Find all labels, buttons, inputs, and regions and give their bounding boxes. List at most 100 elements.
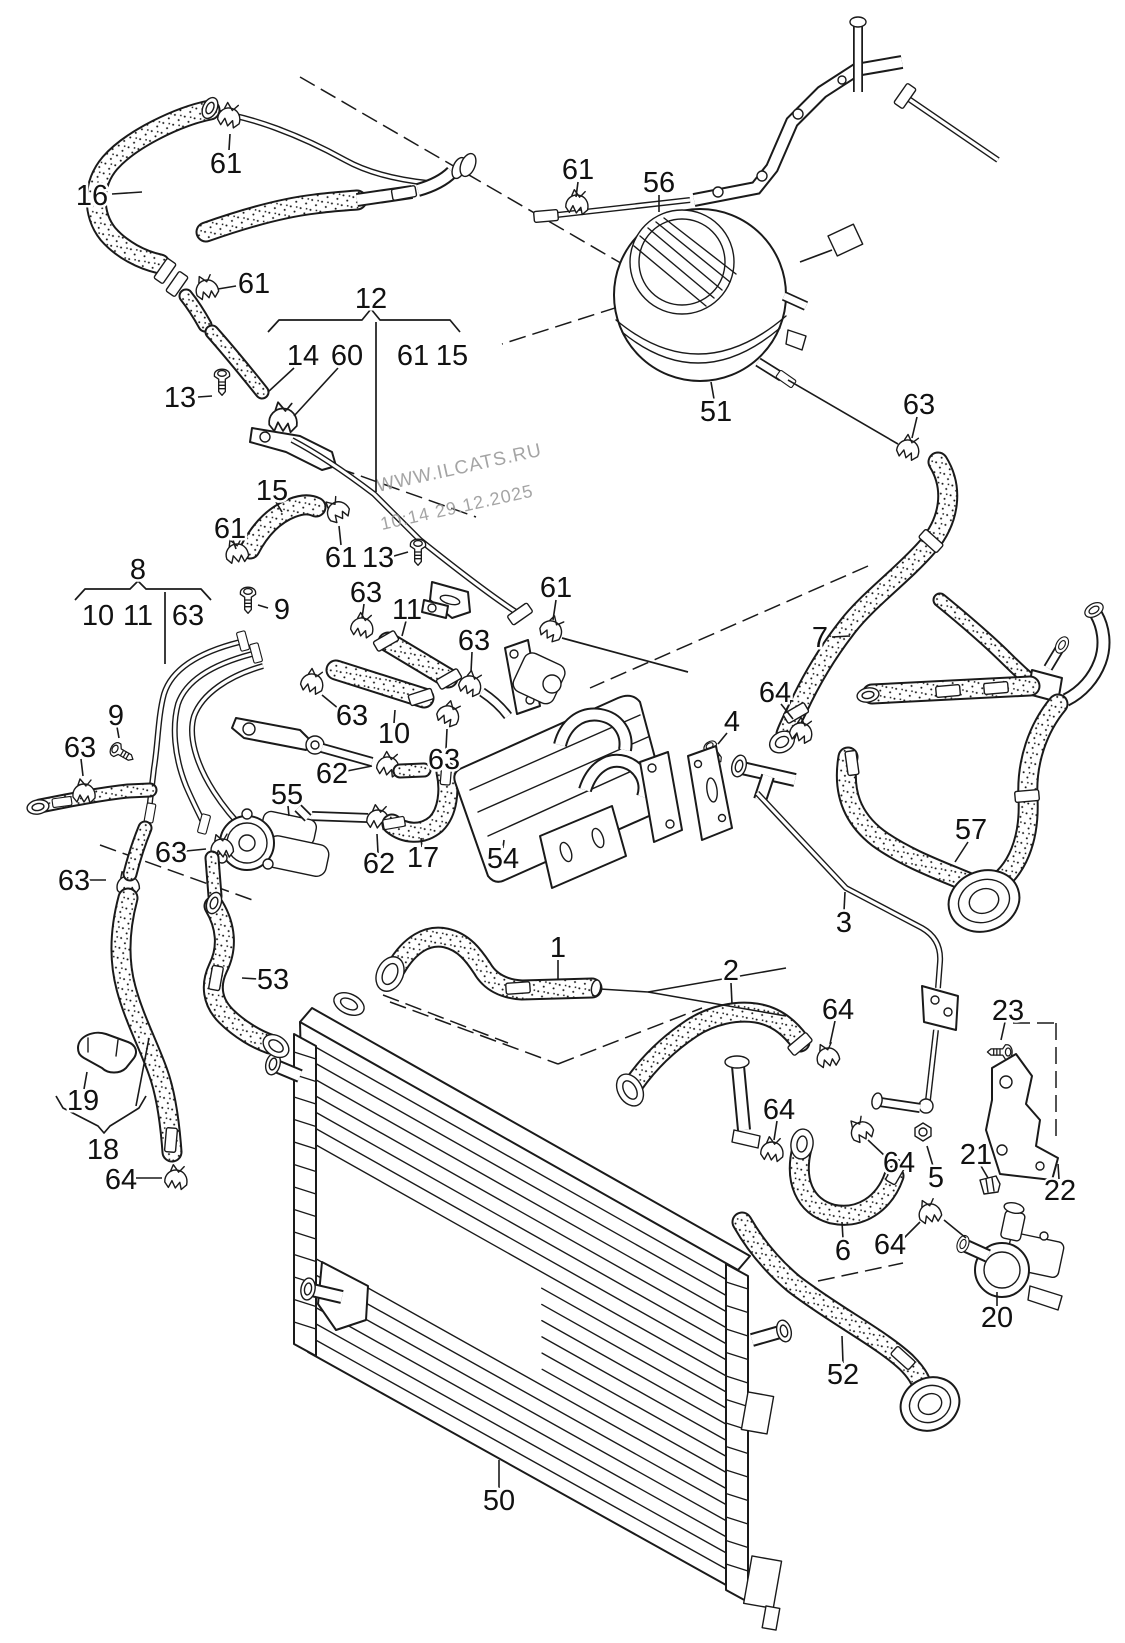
intercooler-54 bbox=[421, 599, 733, 889]
clamp-64-icon bbox=[812, 1039, 842, 1071]
brace-group-12 bbox=[267, 308, 461, 333]
leader-line bbox=[83, 1071, 88, 1090]
leader-line bbox=[717, 732, 728, 745]
side-tank-rib bbox=[725, 1281, 749, 1290]
callout-11: 11 bbox=[123, 600, 153, 632]
callout-15: 15 bbox=[256, 475, 288, 507]
phantom-line bbox=[389, 1001, 559, 1065]
screw-13-icon bbox=[409, 538, 427, 566]
clamp-64-icon bbox=[844, 1112, 877, 1147]
leader-line bbox=[111, 191, 143, 195]
hose-57 bbox=[835, 675, 1069, 933]
callout-1: 1 bbox=[550, 932, 566, 964]
side-tank-rib bbox=[293, 1298, 317, 1308]
retainer-clip-19 bbox=[77, 1031, 137, 1074]
leader-line bbox=[346, 765, 373, 772]
leader-line bbox=[829, 1020, 836, 1045]
leader-line bbox=[710, 381, 715, 400]
radiator-fin bbox=[304, 1252, 737, 1495]
watermark: WWW.ILCATS.RU 10:14 29.12.2025 bbox=[375, 440, 544, 534]
clamp-64-icon bbox=[163, 1163, 190, 1191]
callout-61: 61 bbox=[214, 513, 246, 545]
radiator-50 bbox=[262, 991, 795, 1631]
callout-3: 3 bbox=[836, 907, 852, 939]
callout-63: 63 bbox=[64, 732, 96, 764]
radiator-fin bbox=[300, 1054, 739, 1303]
side-tank-rib bbox=[725, 1304, 749, 1314]
brace-group-18 bbox=[55, 1095, 147, 1134]
leader-line bbox=[730, 982, 733, 1005]
side-tank-rib bbox=[293, 1118, 317, 1128]
callout-19: 19 bbox=[67, 1085, 99, 1117]
callout-6: 6 bbox=[835, 1235, 851, 1267]
extra-leader bbox=[787, 379, 899, 445]
leader-line bbox=[287, 805, 290, 817]
leader-line bbox=[321, 694, 340, 710]
side-tank-rib bbox=[293, 1051, 317, 1060]
leader-line bbox=[954, 841, 969, 863]
radiator-fin bbox=[541, 1336, 738, 1447]
callout-12: 12 bbox=[355, 283, 387, 315]
radiator-fin bbox=[305, 1268, 737, 1511]
callout-16: 16 bbox=[76, 180, 108, 212]
side-tank-rib bbox=[293, 1096, 317, 1105]
callout-63: 63 bbox=[336, 700, 368, 732]
expansion-tank-51 bbox=[613, 208, 864, 389]
side-tank-rib bbox=[293, 1321, 317, 1330]
side-tank-rib bbox=[725, 1469, 749, 1478]
clamp-63-icon bbox=[298, 665, 328, 697]
callout-56: 56 bbox=[643, 167, 675, 199]
callout-23: 23 bbox=[992, 995, 1024, 1027]
leader-line bbox=[502, 839, 505, 849]
aux-pump-20 bbox=[954, 1201, 1065, 1311]
radiator-side-tanks bbox=[293, 1051, 749, 1572]
leader-line bbox=[420, 837, 423, 848]
leader-line bbox=[338, 525, 342, 546]
callout-63: 63 bbox=[350, 577, 382, 609]
callout-14: 14 bbox=[287, 340, 319, 372]
clamp-63-icon bbox=[894, 431, 924, 463]
radiator-fin bbox=[305, 1285, 737, 1527]
side-tank-rib bbox=[725, 1492, 749, 1502]
side-tank-rib bbox=[293, 1186, 317, 1195]
leader-line bbox=[831, 635, 851, 638]
leader-line bbox=[1000, 1021, 1006, 1041]
side-tank-rib bbox=[293, 1231, 317, 1240]
radiator-fin bbox=[301, 1103, 738, 1351]
assembly-arrow bbox=[599, 967, 787, 1017]
callout-63: 63 bbox=[428, 744, 460, 776]
leader-line bbox=[241, 977, 259, 980]
side-tank-rib bbox=[725, 1375, 749, 1384]
pipe-56-bracket bbox=[532, 16, 1000, 224]
radiator-fin bbox=[302, 1136, 738, 1383]
leader-line bbox=[470, 651, 473, 673]
leader-line bbox=[275, 501, 283, 513]
callout-15: 15 bbox=[436, 340, 468, 372]
side-tank-rib bbox=[725, 1398, 749, 1408]
leader-line bbox=[217, 285, 237, 290]
leader-line bbox=[841, 1221, 844, 1240]
radiator-fin bbox=[306, 1301, 737, 1543]
callout-13: 13 bbox=[164, 382, 196, 414]
arrow-tail bbox=[647, 967, 787, 993]
callout-63: 63 bbox=[58, 865, 90, 897]
screw-23-icon bbox=[986, 1044, 1013, 1060]
hose-16-assembly bbox=[85, 94, 477, 333]
callout-64: 64 bbox=[759, 677, 791, 709]
callout-57: 57 bbox=[955, 814, 987, 846]
phantom-line bbox=[589, 565, 869, 689]
callout-50: 50 bbox=[483, 1485, 515, 1517]
callout-62: 62 bbox=[363, 848, 395, 880]
radiator-fin bbox=[541, 1303, 738, 1415]
callout-63: 63 bbox=[155, 837, 187, 869]
callout-17: 17 bbox=[407, 842, 439, 874]
callout-20: 20 bbox=[981, 1302, 1013, 1334]
callout-10: 10 bbox=[82, 600, 114, 632]
radiator-fin bbox=[301, 1120, 738, 1367]
leader-line bbox=[361, 603, 365, 619]
callout-13: 13 bbox=[362, 542, 394, 574]
arrow-tail bbox=[647, 991, 787, 1017]
clamp-64-icon bbox=[914, 1195, 944, 1227]
